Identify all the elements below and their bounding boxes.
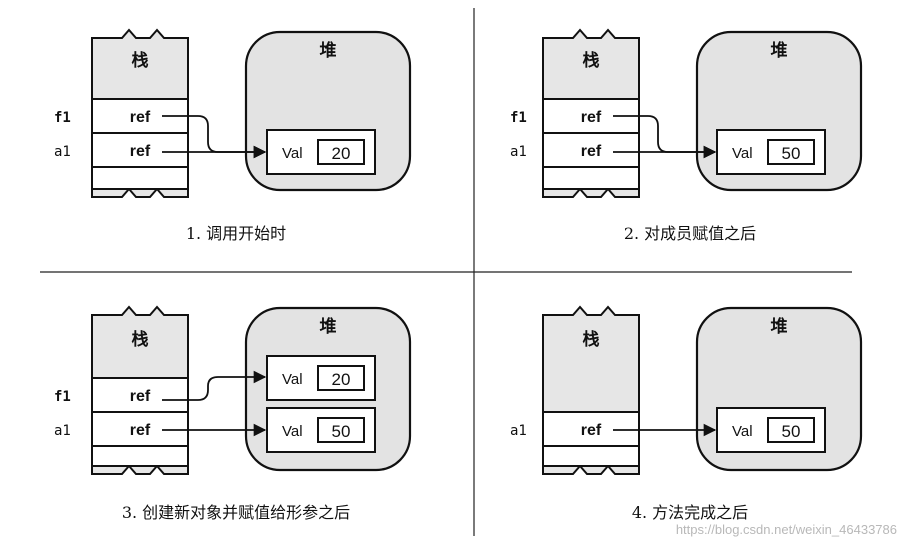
heap-label: 堆: [320, 40, 337, 61]
panel-caption: 3. 创建新对象并赋值给形参之后: [122, 503, 350, 522]
arrow-f1-ref: [162, 370, 267, 401]
var-label-f1: f1: [54, 389, 71, 405]
heap-object: Val 20: [266, 355, 376, 401]
stack-label: 栈: [132, 329, 149, 350]
var-label-f1: f1: [510, 110, 527, 126]
ref-label: ref: [581, 143, 602, 160]
heap-area: 堆 Val 20 Val 50: [244, 306, 412, 472]
heap-area: 堆 Val 50: [695, 30, 863, 192]
var-label-a1: a1: [54, 423, 71, 439]
val-number: 20: [332, 370, 351, 389]
val-label: Val: [282, 371, 303, 388]
panel-4: 栈 ref a1 堆 Val 50 4. 方法完成之后: [510, 305, 863, 522]
ref-label: ref: [130, 109, 151, 126]
watermark: https://blog.csdn.net/weixin_46433786: [676, 522, 897, 537]
heap-label: 堆: [771, 40, 788, 61]
var-label-a1: a1: [510, 423, 527, 439]
stack-label: 栈: [583, 50, 600, 71]
val-number: 50: [782, 422, 801, 441]
ref-label: ref: [581, 422, 602, 439]
heap-object: Val 50: [716, 129, 826, 175]
panel-caption: 1. 调用开始时: [186, 224, 286, 243]
heap-object: Val 20: [266, 129, 376, 175]
ref-label: ref: [581, 109, 602, 126]
var-label-f1: f1: [54, 110, 71, 126]
stack-frame: 栈 ref ref: [91, 305, 189, 475]
ref-label: ref: [130, 422, 151, 439]
ref-label: ref: [130, 143, 151, 160]
panel-2: 栈 ref ref f1 a1 堆 Val 50 2. 对成员赋值之后: [510, 28, 863, 243]
heap-object: Val 50: [716, 407, 826, 453]
var-label-a1: a1: [54, 144, 71, 160]
val-number: 50: [332, 422, 351, 441]
stack-frame: 栈 ref ref: [91, 28, 189, 198]
heap-area: 堆 Val 50: [695, 306, 863, 472]
panel-3: 栈 ref ref f1 a1 堆 Val 20 Val 50 3. 创建新对象…: [54, 305, 412, 522]
panel-caption: 4. 方法完成之后: [632, 503, 748, 522]
stack-frame: 栈 ref: [542, 305, 640, 475]
stack-label: 栈: [583, 329, 600, 350]
panel-1: 栈 ref ref f1 a1 堆 Val 20 1. 调用开始时: [54, 28, 412, 243]
panel-caption: 2. 对成员赋值之后: [624, 224, 756, 243]
heap-object: Val 50: [266, 407, 376, 453]
ref-label: ref: [130, 388, 151, 405]
stack-label: 栈: [132, 50, 149, 71]
val-label: Val: [282, 145, 303, 162]
val-label: Val: [282, 423, 303, 440]
val-number: 20: [332, 144, 351, 163]
val-label: Val: [732, 423, 753, 440]
stack-frame: 栈 ref ref: [542, 28, 640, 198]
val-number: 50: [782, 144, 801, 163]
var-label-a1: a1: [510, 144, 527, 160]
heap-area: 堆 Val 20: [244, 30, 412, 192]
heap-label: 堆: [771, 316, 788, 337]
val-label: Val: [732, 145, 753, 162]
heap-label: 堆: [320, 316, 337, 337]
